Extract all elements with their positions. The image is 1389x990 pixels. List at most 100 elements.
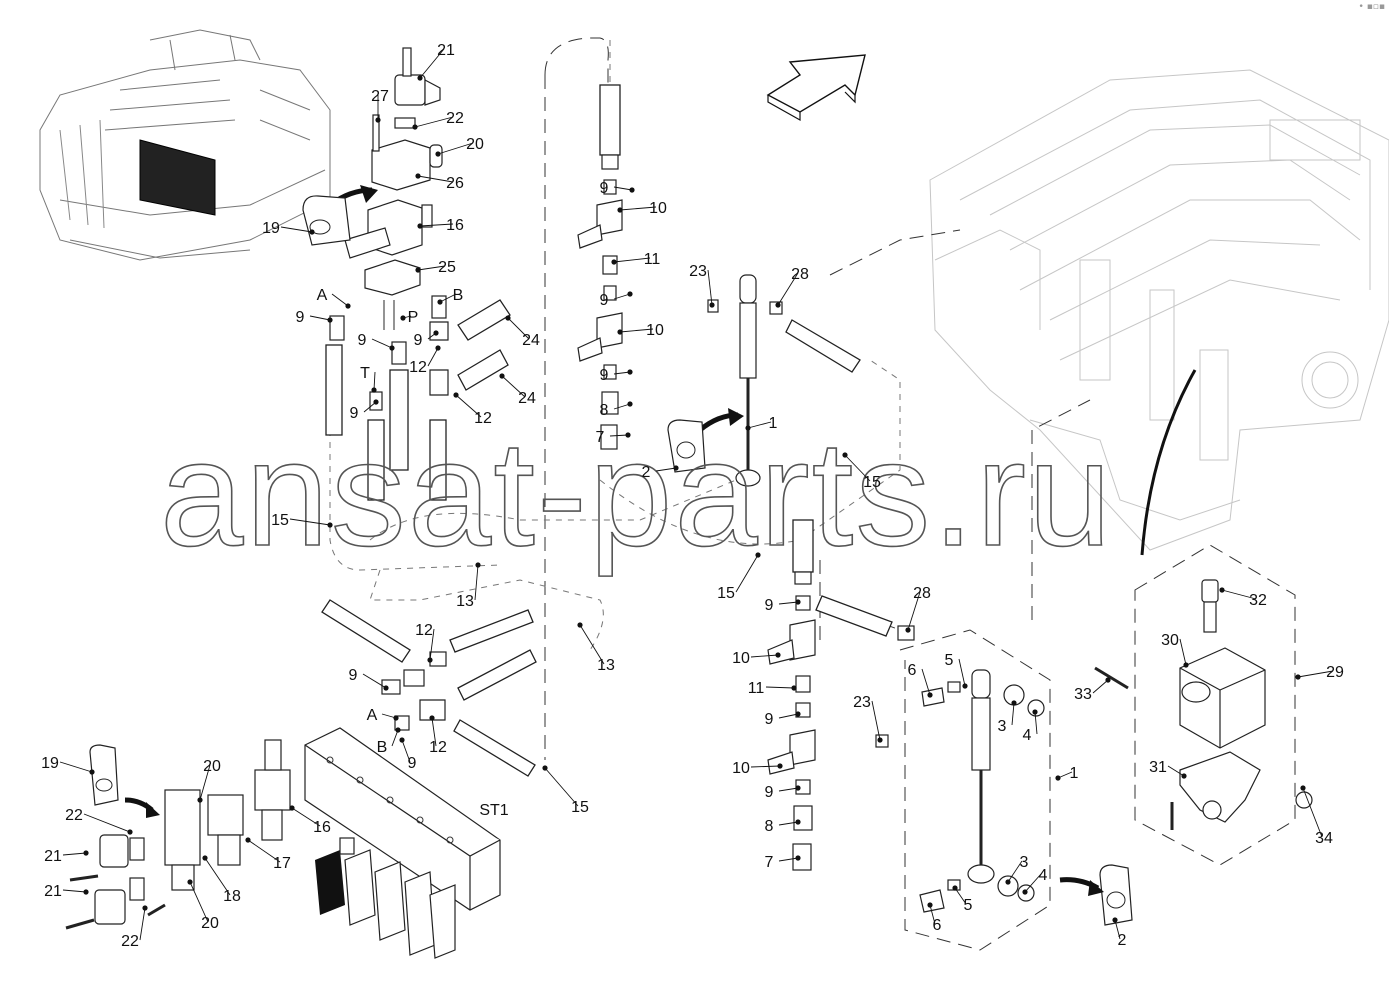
callout-number: 9: [600, 367, 609, 384]
leader-line: [431, 717, 437, 747]
leader-dot: [505, 315, 511, 321]
leader-dot: [197, 797, 203, 803]
callout-number: 23: [853, 694, 871, 711]
leader-dot: [795, 785, 801, 791]
callout-number: 10: [646, 322, 664, 339]
leader-dot: [927, 692, 933, 698]
leader-dot: [629, 187, 635, 193]
callout-c10b: 10: [617, 322, 664, 339]
callout-number: 5: [964, 897, 973, 914]
leader-line: [844, 454, 871, 482]
callout-c19a: 19: [262, 220, 315, 237]
callout-c10d: 10: [732, 760, 783, 777]
callout-c28b: 28: [905, 585, 931, 633]
callout-c9l: 9: [765, 784, 801, 801]
leader-line: [437, 142, 474, 155]
callout-number: 9: [600, 180, 609, 197]
leader-line: [401, 739, 411, 763]
leader-dot: [1032, 709, 1038, 715]
leader-line: [309, 315, 331, 321]
callout-number: 1: [769, 415, 778, 432]
callout-c22b: 22: [65, 807, 133, 835]
callout-c16b: 16: [289, 805, 331, 836]
valve-assembly-bottom-left: [65, 739, 291, 930]
leader-dot: [475, 562, 481, 568]
callout-number: 15: [571, 799, 589, 816]
callout-number: 4: [1039, 867, 1048, 884]
callout-c2b: 2: [1112, 917, 1127, 949]
callout-number: T: [360, 365, 370, 382]
leader-dot: [83, 850, 89, 856]
leader-line: [613, 403, 631, 410]
leader-dot: [393, 715, 399, 721]
machine-thumbnail: [39, 29, 331, 261]
callout-c28a: 28: [775, 266, 809, 308]
callout-c10a: 10: [617, 200, 667, 217]
callout-c34: 34: [1300, 785, 1333, 847]
callout-number: 15: [271, 512, 289, 529]
leader-dot: [327, 522, 333, 528]
callout-c4b: 4: [1022, 867, 1048, 895]
callout-number: 9: [765, 711, 774, 728]
leader-dot: [791, 685, 797, 691]
callout-c8a: 8: [600, 401, 633, 419]
leader-line: [362, 673, 387, 689]
leader-line: [954, 887, 967, 905]
callout-number: 6: [933, 917, 942, 934]
leader-dot: [437, 299, 443, 305]
callout-c3b: 3: [1005, 854, 1029, 885]
hose-column-bottom: [767, 519, 915, 871]
callout-c25: 25: [415, 259, 456, 276]
leader-line: [1024, 873, 1042, 893]
leader-line: [1179, 638, 1187, 666]
leader-dot: [373, 399, 379, 405]
leader-line: [1011, 702, 1015, 726]
callout-c24a: 24: [505, 315, 540, 349]
callout-number: 16: [313, 819, 331, 836]
callout-number: 29: [1326, 664, 1344, 681]
leader-dot: [795, 819, 801, 825]
callout-c9i: 9: [600, 367, 633, 384]
callout-number: 12: [409, 359, 427, 376]
callout-c7a: 7: [596, 429, 631, 446]
callout-c2a: 2: [642, 464, 679, 481]
watermark: ansat-parts.ru: [160, 409, 1113, 577]
leader-line: [707, 269, 713, 306]
leader-line: [579, 624, 605, 665]
leader-dot: [499, 373, 505, 379]
leader-dot: [383, 685, 389, 691]
leader-line: [907, 591, 921, 631]
leader-line: [613, 257, 651, 263]
callout-number: 21: [44, 848, 62, 865]
callout-number: 13: [456, 593, 474, 610]
leader-line: [419, 223, 454, 227]
callout-number: 4: [1023, 727, 1032, 744]
callout-c12d: 12: [429, 715, 447, 756]
leader-line: [750, 654, 779, 658]
callout-number: 1: [1070, 765, 1079, 782]
callout-c22a: 22: [412, 110, 464, 130]
callout-number: 3: [998, 718, 1007, 735]
leader-line: [507, 317, 530, 340]
callout-number: 12: [474, 410, 492, 427]
leader-line: [929, 904, 936, 925]
leader-line: [204, 857, 231, 896]
gas-strut-lower: [875, 669, 1045, 913]
callout-c11b: 11: [748, 680, 797, 697]
callout-cB2: B: [377, 727, 401, 756]
leader-dot: [83, 889, 89, 895]
callout-number: 11: [644, 251, 661, 268]
callout-number: 28: [913, 585, 931, 602]
leader-line: [391, 729, 399, 747]
leader-line: [613, 186, 633, 191]
callout-number: 25: [438, 259, 456, 276]
leader-dot: [289, 805, 295, 811]
callout-c9e: 9: [349, 667, 389, 691]
callout-number: 9: [408, 755, 417, 772]
leader-dot: [962, 683, 968, 689]
leader-dot: [1183, 662, 1189, 668]
label-tag-top: [302, 195, 351, 246]
callout-number: 33: [1074, 686, 1092, 703]
leader-dot: [1105, 677, 1111, 683]
